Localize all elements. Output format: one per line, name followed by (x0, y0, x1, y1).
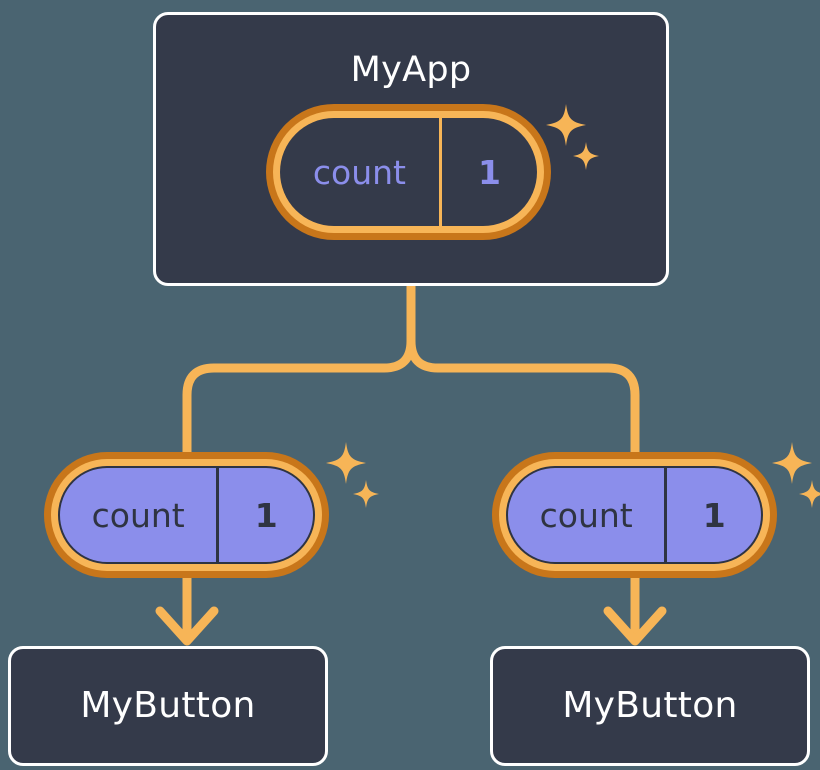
sparkle-large-icon (772, 442, 812, 484)
state-pill-body: count 1 (280, 118, 537, 226)
component-title-myapp: MyApp (350, 50, 472, 90)
state-pill-value: 1 (702, 495, 726, 535)
component-title-mybutton-right: MyButton (562, 685, 738, 726)
arrow-right (603, 578, 667, 646)
component-title-mybutton-left: MyButton (80, 685, 256, 726)
connector-branch-right (406, 336, 640, 457)
state-pill-ring: count 1 (51, 459, 322, 571)
sparkle-small-icon (353, 480, 379, 508)
state-pill-mybutton-right[interactable]: count 1 (492, 452, 777, 578)
connector-branch-left (182, 336, 416, 457)
state-pill-value: 1 (477, 152, 501, 192)
state-pill-ring: count 1 (499, 459, 770, 571)
sparkle-large-icon (326, 442, 366, 484)
sparkle-small-icon (799, 480, 820, 508)
state-pill-key: count (280, 118, 442, 226)
state-pill-body: count 1 (506, 466, 763, 564)
arrow-left (155, 578, 219, 646)
component-box-mybutton-left[interactable]: MyButton (8, 646, 328, 766)
state-pill-key: count (60, 468, 220, 562)
component-box-mybutton-right[interactable]: MyButton (490, 646, 810, 766)
state-pill-body: count 1 (58, 466, 315, 564)
state-pill-mybutton-left[interactable]: count 1 (44, 452, 329, 578)
state-pill-ring: count 1 (273, 111, 544, 233)
state-pill-value: 1 (254, 495, 278, 535)
state-pill-myapp[interactable]: count 1 (266, 104, 551, 240)
state-pill-key: count (508, 468, 668, 562)
